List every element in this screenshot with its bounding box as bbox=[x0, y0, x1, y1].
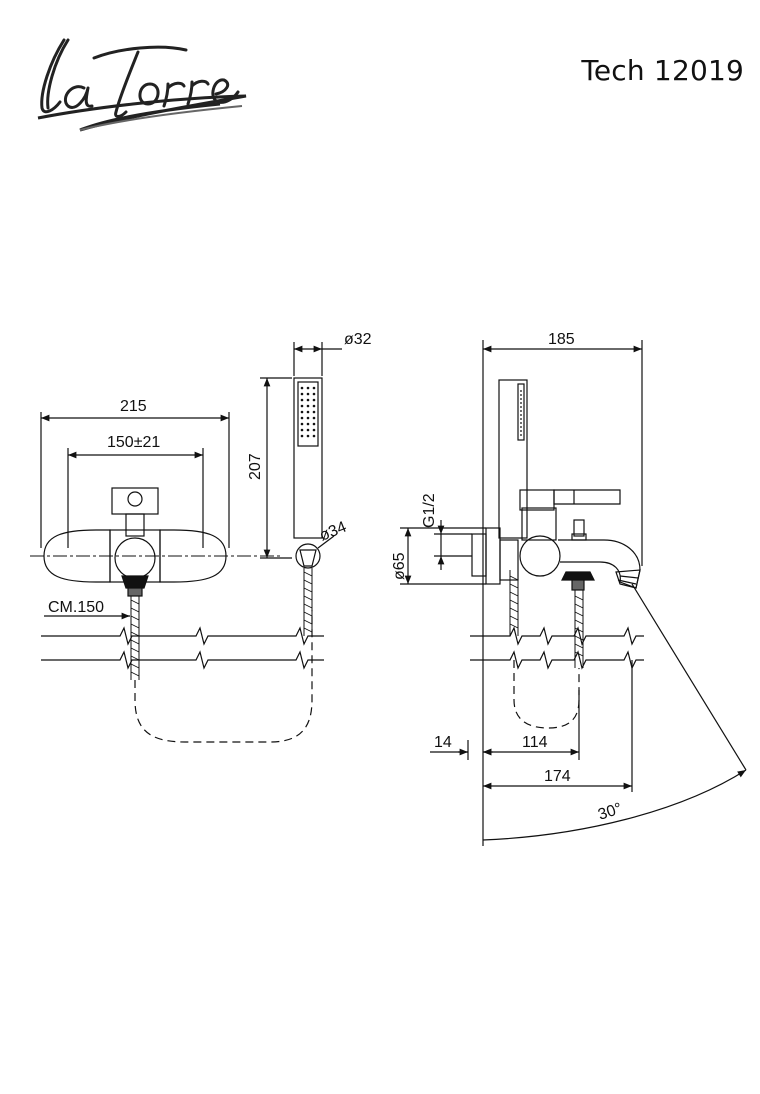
label-wall-offset: 14 bbox=[434, 734, 452, 751]
label-centers: 150±21 bbox=[107, 434, 160, 451]
label-handshower-diameter: ø32 bbox=[344, 331, 372, 348]
brand-logo-wordmark bbox=[37, 38, 247, 132]
handshower-body bbox=[293, 377, 323, 539]
diverter-hub bbox=[114, 537, 156, 579]
label-depth: 185 bbox=[548, 331, 575, 348]
spout-swing-line bbox=[631, 583, 747, 771]
handshower-side bbox=[498, 379, 528, 539]
label-hose-length: CM.150 bbox=[48, 599, 104, 616]
body-cylinder-side bbox=[519, 535, 561, 577]
label-handshower-height: 207 bbox=[247, 453, 264, 480]
label-spout-angle: 30° bbox=[596, 800, 624, 824]
label-spout-axis: 114 bbox=[522, 734, 548, 751]
side-view bbox=[400, 340, 747, 846]
spout bbox=[558, 539, 641, 589]
label-spout-projection: 174 bbox=[544, 768, 571, 785]
dim-arc-angle bbox=[482, 769, 747, 841]
spray-nozzles bbox=[300, 386, 316, 438]
handshower-holder bbox=[295, 543, 321, 569]
model-number: Tech 12019 bbox=[581, 54, 744, 87]
front-view bbox=[30, 342, 342, 743]
lever-side bbox=[553, 489, 621, 505]
lever-block bbox=[111, 487, 159, 515]
brand-logo bbox=[20, 22, 252, 140]
label-body-diameter: ø65 bbox=[391, 552, 408, 580]
label-thread: G1/2 bbox=[421, 493, 438, 528]
label-overall-width: 215 bbox=[120, 398, 147, 415]
